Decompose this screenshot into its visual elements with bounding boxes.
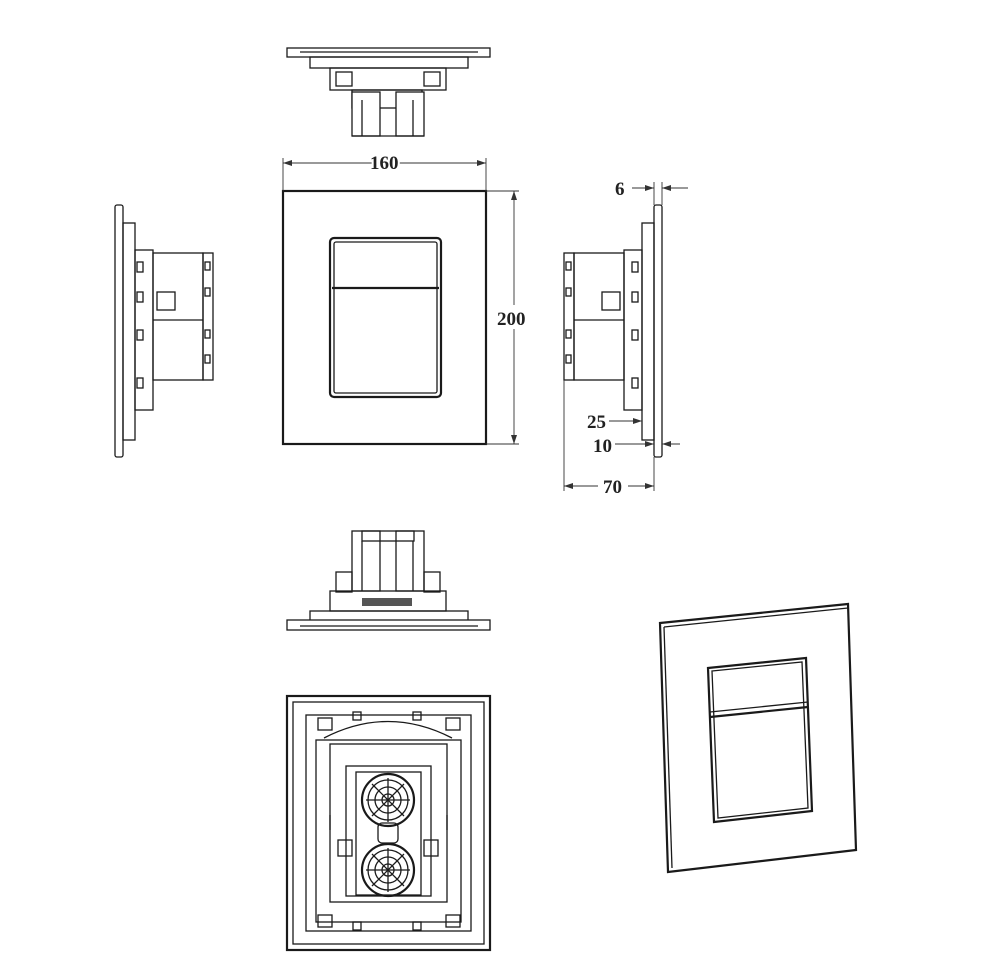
dim-height-label: 200	[497, 309, 526, 330]
right-view	[563, 204, 663, 458]
dimension-width: 160	[282, 151, 487, 191]
dim-70-label: 70	[603, 477, 622, 498]
top-view	[286, 47, 491, 137]
bottom-view	[286, 530, 491, 631]
dim-25-label: 25	[587, 412, 606, 433]
outlet-top	[360, 772, 416, 828]
front-view	[281, 189, 488, 446]
dimension-depth-total: 70	[563, 380, 655, 498]
left-view	[114, 204, 214, 458]
dimension-plate-thickness: 6	[615, 179, 688, 205]
dim-10-label: 10	[593, 436, 612, 457]
outlet-bottom	[360, 842, 416, 898]
dimension-height: 200	[486, 190, 531, 445]
isometric-view	[658, 602, 858, 874]
rear-view	[285, 694, 492, 952]
dimension-depth-small: 25 10	[587, 412, 680, 457]
dim-thickness-label: 6	[615, 179, 625, 200]
dim-width-label: 160	[370, 153, 399, 174]
